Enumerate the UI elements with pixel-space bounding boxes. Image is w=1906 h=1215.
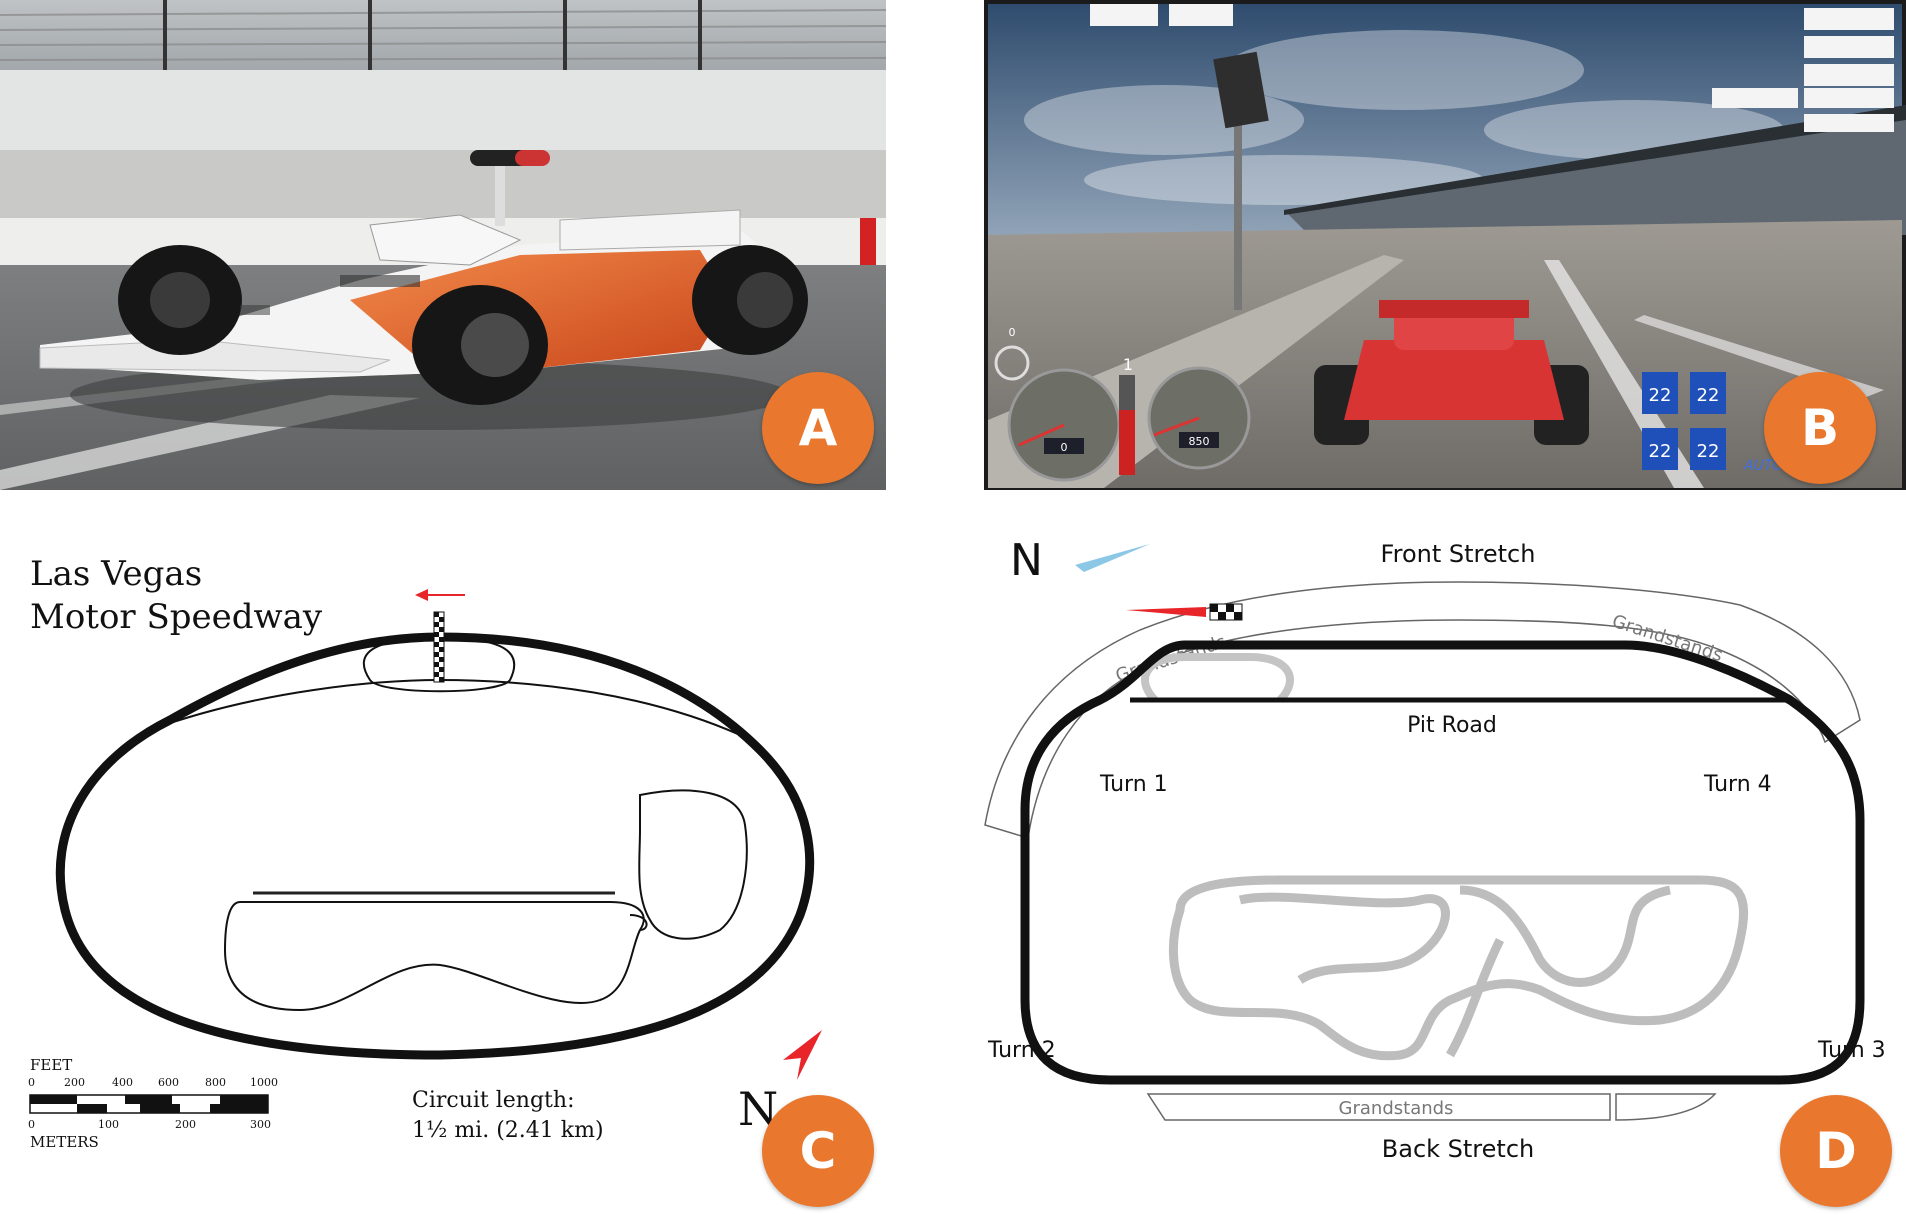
panel-a-photo: A — [0, 0, 886, 490]
oval-track — [55, 632, 815, 1060]
track-title-line2: Motor Speedway — [30, 597, 323, 637]
pit-road-label: Pit Road — [1407, 713, 1497, 738]
infield-course — [1168, 875, 1749, 1061]
infield-loop-right — [638, 789, 748, 940]
badge-d: D — [1780, 1095, 1892, 1207]
sim-settings-panel — [1712, 8, 1894, 132]
speed-gauge-right — [1147, 366, 1251, 470]
steering-wheel-icon — [994, 345, 1030, 381]
scale-tick: 0 — [28, 1118, 35, 1131]
scale-tick: 0 — [28, 1076, 35, 1089]
las-vegas-track-map: Las Vegas Motor Speedway FEET — [28, 554, 822, 1151]
north-label: N — [1010, 535, 1043, 586]
sim-button-left[interactable] — [1712, 88, 1798, 108]
sim-dropdown-3[interactable] — [1804, 64, 1894, 86]
grandstands-bottom — [1146, 1093, 1611, 1121]
badge-c: C — [762, 1095, 874, 1207]
lap-box-value: 22 — [1649, 441, 1672, 462]
scale-tick: 200 — [64, 1076, 85, 1089]
lap-box-value: 22 — [1697, 385, 1720, 406]
sim-car — [1314, 300, 1589, 445]
front-stretch-label: Front Stretch — [1381, 540, 1536, 568]
grandstands-top — [984, 581, 1861, 839]
race-car-photo — [0, 0, 886, 490]
turn3-label: Turn 3 — [1817, 1038, 1886, 1063]
panel-d-track-schematic: N Front Stretch Grandstands Grandstands … — [980, 520, 1906, 1215]
north-arrow-icon — [783, 1030, 822, 1080]
oval-track — [1020, 640, 1865, 1085]
gear-readout: 1 — [1123, 355, 1133, 374]
sim-button-extra[interactable] — [1804, 114, 1894, 132]
infield-course — [223, 901, 645, 1012]
lap-box — [1642, 372, 1678, 414]
panel-b-simulator: 22 22 22 22 0 850 1 0 AUTO B — [984, 0, 1906, 490]
race-direction-arrow-icon — [1126, 607, 1206, 617]
checkered-flag-icon — [1209, 603, 1243, 621]
scale-tick: 200 — [175, 1118, 196, 1131]
speed-readout-right: 850 — [1189, 435, 1210, 448]
speed-readout-left: 0 — [1061, 441, 1068, 454]
mode-label: AUTO — [1743, 458, 1783, 474]
track-title-line1: Las Vegas — [30, 554, 202, 594]
steer-readout: 0 — [1009, 326, 1016, 339]
scale-feet-label: FEET — [30, 1056, 72, 1074]
sim-top-button-1[interactable] — [1090, 4, 1158, 26]
turn2-label: Turn 2 — [987, 1038, 1056, 1063]
scale-tick: 800 — [205, 1076, 226, 1089]
sim-dropdown-2[interactable] — [1804, 36, 1894, 58]
turn1-label: Turn 1 — [1099, 772, 1168, 797]
scale-tick: 300 — [250, 1118, 271, 1131]
sim-dropdown-1[interactable] — [1804, 8, 1894, 30]
north-arrow-icon — [1075, 544, 1150, 572]
lap-box — [1690, 372, 1726, 414]
scale-tick: 1000 — [250, 1076, 278, 1089]
race-direction-arrow-icon — [415, 589, 465, 601]
scale-tick: 100 — [98, 1118, 119, 1131]
sim-button-right[interactable] — [1804, 88, 1894, 108]
lap-box-value: 22 — [1649, 385, 1672, 406]
scale-tick: 400 — [112, 1076, 133, 1089]
pit-wall — [0, 70, 886, 160]
grandstands-bottom-label: Grandstands — [1339, 1098, 1454, 1119]
sim-top-button-2[interactable] — [1169, 4, 1233, 26]
lap-box-value: 22 — [1697, 441, 1720, 462]
lap-box — [1690, 428, 1726, 470]
turn4-label: Turn 4 — [1703, 772, 1772, 797]
badge-a: A — [762, 372, 874, 484]
track-schematic: N Front Stretch Grandstands Grandstands … — [984, 535, 1886, 1163]
scale-tick: 600 — [158, 1076, 179, 1089]
circuit-length-value: 1½ mi. (2.41 km) — [412, 1118, 604, 1143]
scale-meters-label: METERS — [30, 1133, 99, 1151]
lap-box — [1642, 428, 1678, 470]
badge-b: B — [1764, 372, 1876, 484]
simulator-view: 22 22 22 22 0 850 1 0 AUTO — [984, 0, 1906, 490]
speed-gauge-left — [1007, 368, 1121, 482]
panel-c-track-map: Las Vegas Motor Speedway FEET — [0, 520, 950, 1215]
circuit-length-label: Circuit length: — [412, 1088, 574, 1113]
scale-bar — [29, 1094, 269, 1114]
race-car — [39, 150, 808, 405]
back-stretch-label: Back Stretch — [1382, 1135, 1534, 1163]
